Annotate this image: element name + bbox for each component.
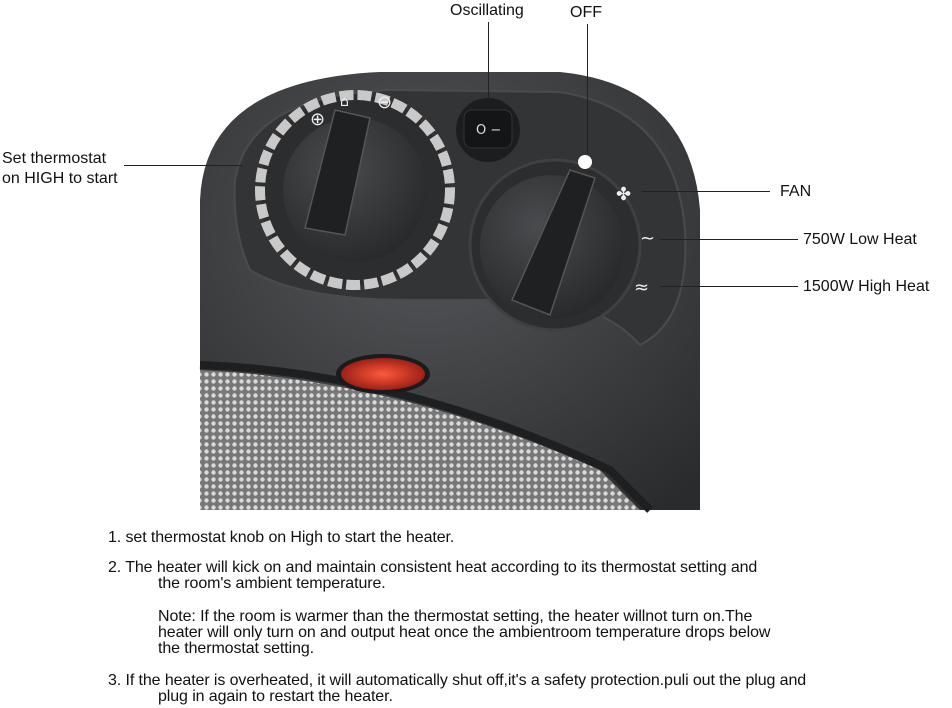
instruction-step-2-line1: 2. The heater will kick on and maintain … [108,559,758,576]
oscillating-label: Oscillating [450,2,524,19]
oscillation-switch [463,109,513,149]
note-line3: the thermostat setting. [158,640,315,657]
fan-icon: ✤ [616,184,631,205]
mode-knob-handle [510,169,596,316]
off-dot-indicator [578,155,592,169]
high-heat-callout-line [660,286,798,287]
heater-detail [199,361,653,513]
power-indicator-light [341,358,425,390]
thermometer-icon: ⌂ [340,94,349,110]
minus-icon: ⊖ [377,92,392,113]
note-line1: Note: If the room is warmer than the the… [158,608,753,625]
instruction-step-2-line2: the room's ambient temperature. [158,575,386,592]
instruction-step-1: 1. set thermostat knob on High to start … [108,529,455,546]
high-heat-label: 1500W High Heat [803,278,930,295]
low-heat-icon: ~ [640,228,655,249]
thermostat-label-line2: on HIGH to start [2,170,118,187]
thermostat-label-line1: Set thermostat [2,150,107,167]
oscillating-callout-line [488,22,489,100]
heater-grille [200,370,640,510]
off-callout-line [587,24,588,154]
heater-illustration: ⊕ ⊖ ⌂ O − ✤ ~ ≈ [199,72,700,513]
off-label: OFF [570,4,602,21]
heater-detail: O − [476,123,501,138]
fan-callout-line [642,191,770,192]
thermostat-knob-handle [304,109,371,236]
high-heat-icon: ≈ [634,277,649,298]
note-line2: heater will only turn on and output heat… [158,624,771,641]
low-heat-callout-line [660,239,798,240]
fan-label: FAN [780,183,812,200]
plus-icon: ⊕ [310,109,325,130]
instruction-step-3-line1: 3. If the heater is overheated, it will … [108,672,807,689]
low-heat-label: 750W Low Heat [803,231,917,248]
instruction-step-3-line2: plug in again to restart the heater. [158,688,393,705]
thermostat-callout-line [124,165,242,166]
